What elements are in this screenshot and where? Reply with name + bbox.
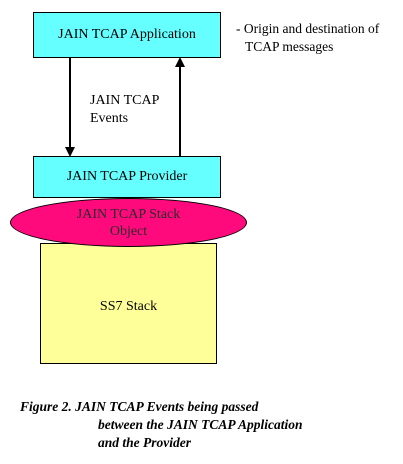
stack-object-line-2: Object bbox=[109, 223, 148, 239]
events-label: JAIN TCAP Events bbox=[90, 92, 159, 128]
annotation-line-2: TCAP messages bbox=[245, 39, 334, 54]
application-annotation: - Origin and destination of TCAP message… bbox=[236, 20, 379, 56]
annotation-line-1: - Origin and destination of bbox=[236, 21, 380, 36]
events-label-line-2: Events bbox=[90, 111, 129, 126]
jain-tcap-provider-box: JAIN TCAP Provider bbox=[33, 156, 221, 198]
jain-tcap-application-box: JAIN TCAP Application bbox=[33, 12, 221, 58]
stack-object-line-1: JAIN TCAP Stack bbox=[76, 206, 181, 222]
caption-line-3: and the Provider bbox=[98, 435, 191, 450]
application-label: JAIN TCAP Application bbox=[58, 27, 196, 42]
jain-tcap-stack-object-ellipse: JAIN TCAP Stack Object bbox=[10, 198, 247, 247]
caption-line-1: Figure 2. JAIN TCAP Events being passed bbox=[20, 399, 259, 414]
ss7-stack-label: SS7 Stack bbox=[99, 298, 158, 314]
events-label-line-1: JAIN TCAP bbox=[90, 93, 160, 108]
figure-caption: Figure 2. JAIN TCAP Events being passed … bbox=[20, 398, 303, 452]
ss7-stack-box: SS7 Stack bbox=[40, 243, 217, 364]
caption-line-2: between the JAIN TCAP Application bbox=[98, 417, 303, 432]
provider-label: JAIN TCAP Provider bbox=[66, 169, 188, 184]
